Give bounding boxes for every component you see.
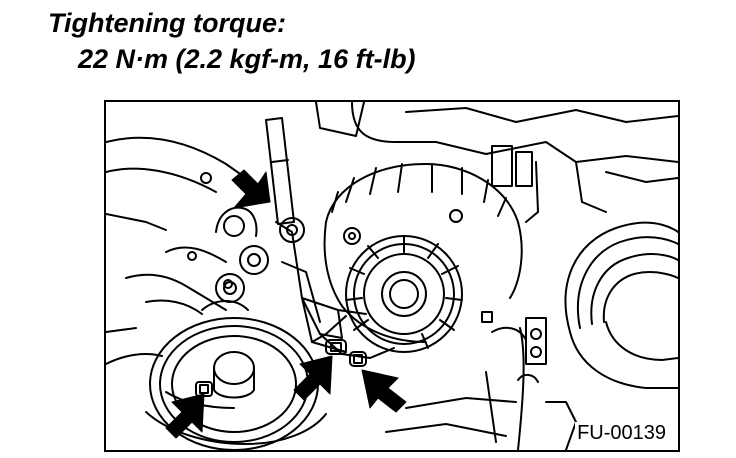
mount-bolts [325,339,367,367]
engine-line-drawing [106,102,678,450]
arrow-icon [293,355,333,401]
arrow-icon [165,393,205,439]
torque-value: 22 N·m (2.2 kgf-m, 16 ft-lb) [78,44,416,74]
engine-block-outline [106,102,678,450]
wrench-bar [265,117,305,243]
figure-code: FU-00139 [575,422,668,444]
torque-title: Tightening torque: [48,8,286,38]
right-pulley [564,221,678,389]
alternator-outline [323,163,523,353]
arrow-icon [361,369,407,413]
figure-frame: FU-00139 [104,100,680,452]
arrow-icon [231,169,271,209]
arrow-indicators [165,169,407,439]
